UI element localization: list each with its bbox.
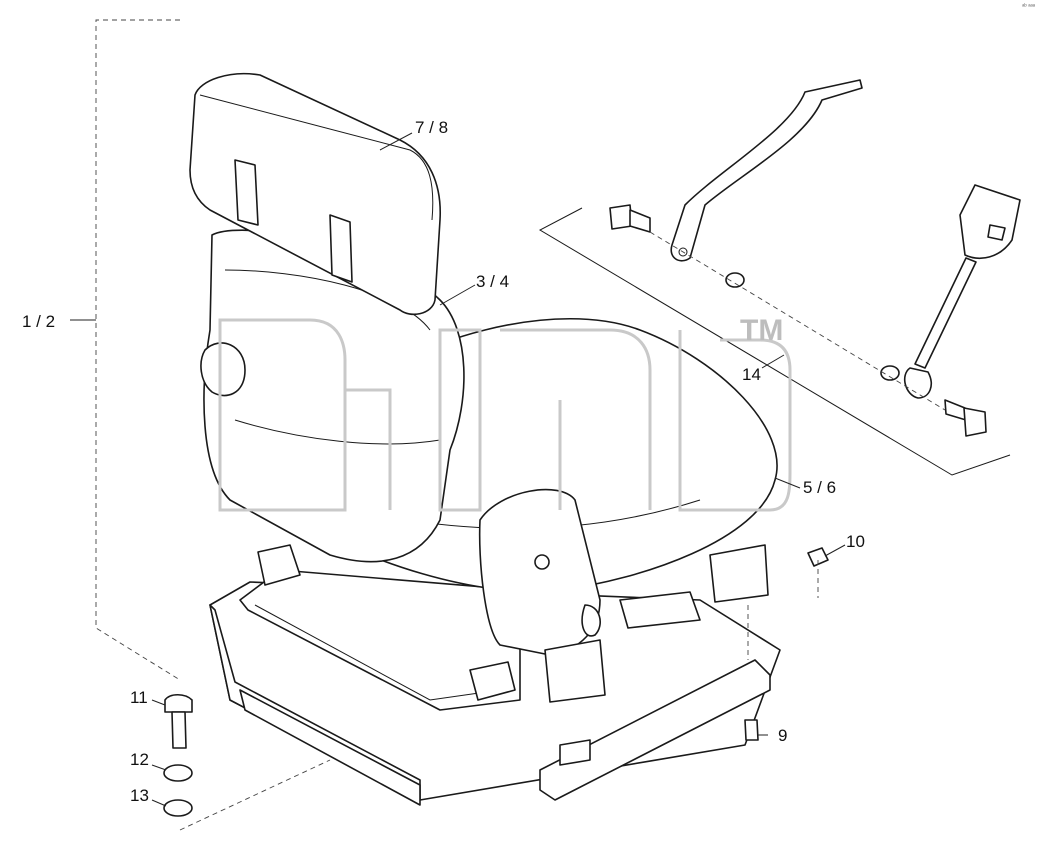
side-cover: [200, 342, 601, 656]
seat-base: [209, 544, 781, 806]
seat-belt-strap: [670, 79, 863, 262]
watermark-logo: TM: [218, 314, 792, 512]
callout-10: 10: [846, 532, 865, 551]
mounting-rails: [539, 544, 771, 801]
callout-12: 12: [130, 750, 149, 769]
drawing-code: ᵃᵇ ᵃᵃᵃ: [1022, 4, 1035, 10]
watermark-trademark: TM: [740, 314, 783, 347]
callouts: 1 / 2 3 / 4 5 / 6 7 / 8 9 10 11 12 13 14: [22, 118, 865, 805]
seat-belt-buckle: [903, 184, 1021, 399]
assembly-lines: [179, 560, 819, 831]
callout-13: 13: [130, 786, 149, 805]
belt-mounting-plane: [538, 207, 1011, 476]
callout-leaders: [151, 132, 846, 807]
callout-3-4: 3 / 4: [476, 272, 509, 291]
callout-11: 11: [130, 688, 148, 707]
callout-14: 14: [742, 365, 761, 384]
assembly-bracket: [70, 19, 181, 681]
headrest: [189, 72, 441, 316]
callout-1-2: 1 / 2: [22, 312, 55, 331]
fasteners: [163, 204, 987, 817]
callout-7-8: 7 / 8: [415, 118, 448, 137]
callout-5-6: 5 / 6: [803, 478, 836, 497]
callout-9: 9: [778, 726, 787, 745]
